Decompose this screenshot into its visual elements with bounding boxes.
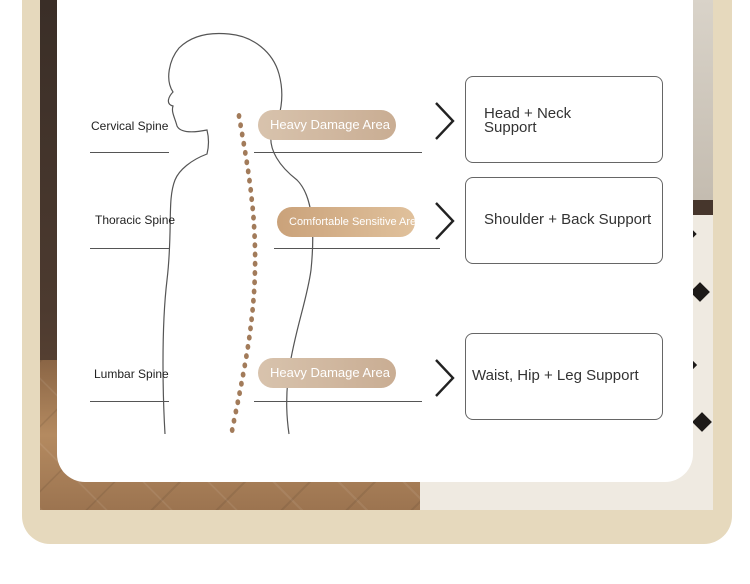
- spine-dot: [231, 417, 237, 424]
- support-box-head-neck: Head + Neck Support: [465, 76, 663, 163]
- support-box-shoulder-back: Shoulder + Back Support: [465, 177, 663, 264]
- spine-dot: [252, 251, 258, 258]
- spine-dot: [251, 297, 256, 304]
- spine-dot: [248, 186, 254, 193]
- spine-dot: [245, 168, 251, 175]
- chevron-right-icon: [435, 359, 455, 397]
- spine-dot: [252, 242, 258, 249]
- spine-dot: [233, 408, 239, 415]
- spine-dot: [242, 149, 248, 156]
- spine-label-lumbar: Lumbar Spine: [94, 367, 169, 381]
- spine-dot: [252, 233, 257, 240]
- support-label: Waist, Hip + Leg Support: [472, 367, 639, 384]
- spine-dot: [250, 306, 256, 313]
- divider: [274, 248, 440, 249]
- spine-dot: [249, 196, 255, 203]
- spine-dot: [252, 270, 258, 276]
- chevron-right-icon: [435, 102, 455, 140]
- spine-dot: [251, 288, 257, 295]
- support-label: Head + Neck Support: [484, 105, 572, 136]
- spine-dot: [245, 343, 251, 350]
- spine-label-thoracic: Thoracic Spine: [95, 213, 176, 227]
- spine-dot: [237, 390, 243, 397]
- divider: [90, 248, 169, 249]
- divider: [254, 401, 422, 402]
- spine-dot: [250, 205, 256, 212]
- support-label: Shoulder + Back Support: [484, 211, 652, 228]
- area-pill-lumbar: Heavy Damage Area: [258, 358, 396, 388]
- spine-dot: [238, 122, 244, 129]
- divider: [90, 401, 169, 402]
- spine-dot: [240, 371, 246, 378]
- spine-dot: [248, 325, 253, 332]
- spine-dot: [252, 279, 257, 286]
- spine-dot: [249, 316, 255, 323]
- spine-dot: [239, 131, 245, 138]
- spine-dot: [251, 214, 256, 221]
- spine-dot: [244, 353, 249, 360]
- area-pill-thoracic: Comfortable Sensitive Area: [277, 207, 415, 237]
- spine-dot: [235, 399, 241, 406]
- spine-dot: [252, 260, 258, 267]
- spine-dot: [247, 177, 252, 184]
- divider: [90, 152, 169, 153]
- spine-dot: [242, 362, 248, 369]
- spine-dot: [236, 113, 242, 119]
- rug-edge: [420, 482, 713, 510]
- spine-label-cervical: Cervical Spine: [91, 119, 169, 133]
- divider: [254, 152, 422, 153]
- spine-dot: [246, 334, 252, 341]
- body-silhouette: [162, 32, 314, 435]
- spine-dots: [229, 113, 258, 433]
- spine-dot: [241, 140, 247, 147]
- chevron-right-icon: [435, 202, 455, 240]
- spine-dot: [251, 223, 257, 230]
- support-box-waist-hip-leg: Waist, Hip + Leg Support: [465, 333, 663, 420]
- area-pill-cervical: Heavy Damage Area: [258, 110, 396, 140]
- spine-dot: [239, 380, 244, 387]
- spine-dot: [229, 427, 235, 433]
- spine-dot: [244, 159, 250, 166]
